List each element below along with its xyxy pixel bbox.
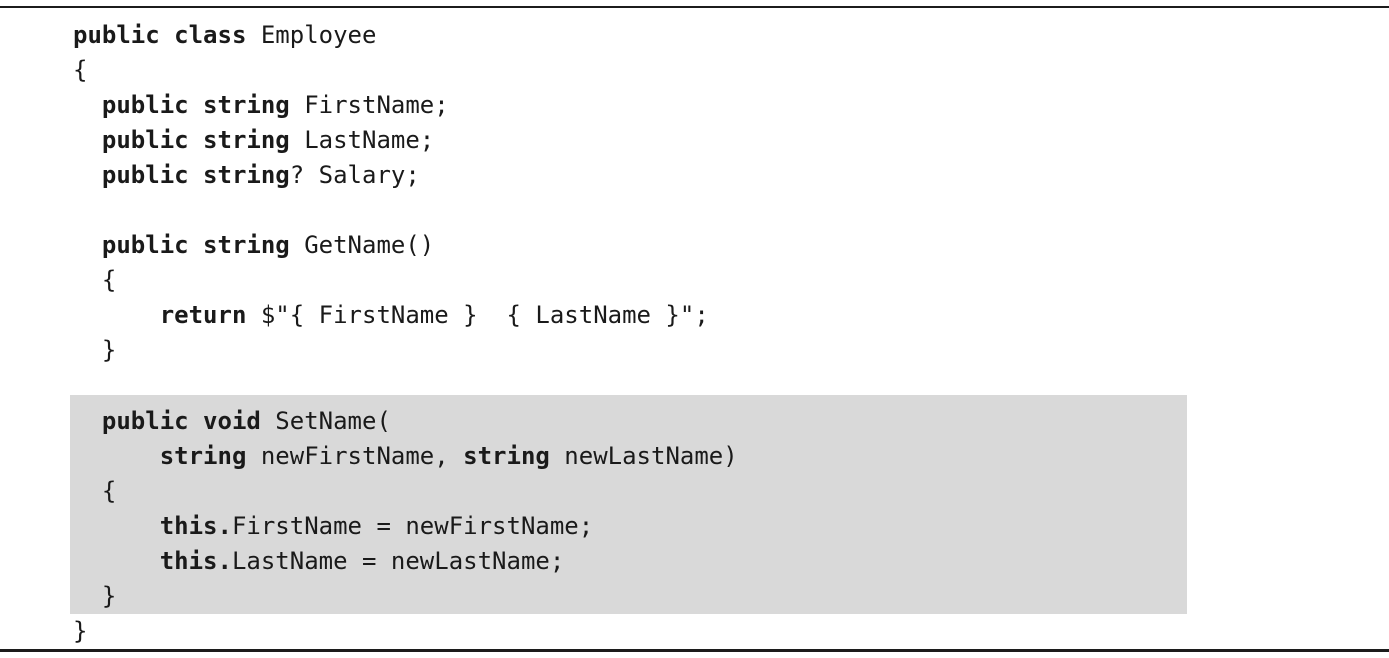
code-token: SetName( bbox=[260, 407, 391, 435]
code-token: ? Salary; bbox=[289, 161, 420, 189]
code-listing: public class Employee { public string Fir… bbox=[0, 8, 1389, 649]
code-token: LastName; bbox=[289, 126, 435, 154]
code-line: return $"{ FirstName } { LastName }"; bbox=[0, 298, 1389, 333]
code-token: FirstName = newFirstName; bbox=[231, 512, 594, 540]
keyword-token: public class bbox=[73, 21, 247, 49]
code-line: public string LastName; bbox=[0, 123, 1389, 158]
keyword-token: string bbox=[463, 442, 550, 470]
keyword-token: public string bbox=[101, 91, 290, 119]
code-token: GetName() bbox=[289, 231, 435, 259]
book-page: public class Employee { public string Fir… bbox=[0, 6, 1389, 658]
code-token: FirstName; bbox=[289, 91, 449, 119]
code-token: LastName = newLastName; bbox=[231, 547, 565, 575]
top-rule bbox=[0, 6, 1389, 8]
code-line: this.LastName = newLastName; bbox=[70, 544, 1187, 579]
code-line: public string? Salary; bbox=[0, 158, 1389, 193]
code-line: public string GetName() bbox=[0, 228, 1389, 263]
code-line: } bbox=[70, 579, 1187, 614]
keyword-token: this. bbox=[159, 512, 232, 540]
code-line: { bbox=[70, 474, 1187, 509]
code-line: public string FirstName; bbox=[0, 88, 1389, 123]
code-token: } bbox=[101, 582, 117, 610]
keyword-token: public string bbox=[101, 126, 290, 154]
blank-line bbox=[0, 193, 1389, 228]
code-line: public class Employee bbox=[0, 18, 1389, 53]
keyword-token: public string bbox=[101, 231, 290, 259]
code-token: $"{ FirstName } { LastName }"; bbox=[246, 301, 709, 329]
code-token: newLastName) bbox=[549, 442, 738, 470]
keyword-token: string bbox=[159, 442, 247, 470]
code-token: { bbox=[73, 56, 88, 84]
code-token: { bbox=[101, 266, 117, 294]
code-token: } bbox=[73, 617, 88, 645]
keyword-token: return bbox=[159, 301, 247, 329]
bottom-rule bbox=[0, 649, 1389, 652]
code-token: { bbox=[101, 477, 117, 505]
code-line: { bbox=[0, 53, 1389, 88]
code-line: public void SetName( bbox=[70, 404, 1187, 439]
code-line: } bbox=[0, 333, 1389, 368]
keyword-token: this. bbox=[159, 547, 232, 575]
code-token: } bbox=[101, 336, 117, 364]
code-line: { bbox=[0, 263, 1389, 298]
keyword-token: public string bbox=[101, 161, 290, 189]
code-token: Employee bbox=[246, 21, 377, 49]
code-line: string newFirstName, string newLastName) bbox=[70, 439, 1187, 474]
blank-line bbox=[0, 368, 1389, 395]
keyword-token: public void bbox=[101, 407, 261, 435]
code-line: this.FirstName = newFirstName; bbox=[70, 509, 1187, 544]
code-line: } bbox=[0, 614, 1389, 649]
code-token: newFirstName, bbox=[246, 442, 464, 470]
highlighted-code-block: public void SetName( string newFirstName… bbox=[70, 395, 1187, 614]
